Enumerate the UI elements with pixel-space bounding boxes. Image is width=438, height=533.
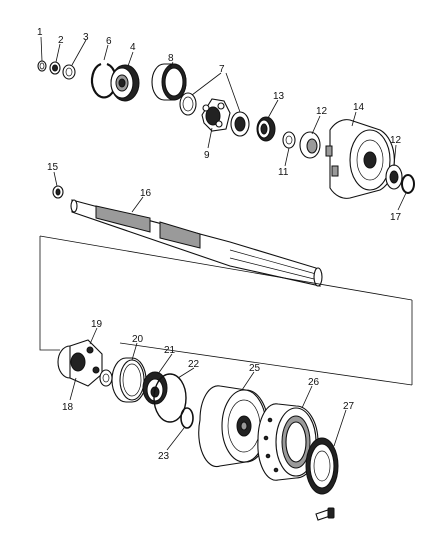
part-25-drum <box>198 385 269 468</box>
part-3-thrust-washer <box>62 64 76 80</box>
part-22-snap-ring <box>153 373 187 423</box>
leader-lines <box>40 36 407 451</box>
callout-17: 17 <box>390 212 402 223</box>
callout-16: 16 <box>140 188 152 199</box>
part-15-washer <box>52 185 64 199</box>
part-19-carrier-assembly <box>57 339 103 387</box>
callout-27: 27 <box>343 401 355 412</box>
callout-25: 25 <box>249 363 261 374</box>
part-12-thrust-washer-lower <box>385 164 403 190</box>
assembly-boundary-lines <box>39 235 413 386</box>
callout-2: 2 <box>58 35 64 46</box>
part-9-planet-carrier <box>201 98 231 132</box>
callout-1: 1 <box>37 27 43 38</box>
callout-22: 22 <box>188 359 200 370</box>
callout-8: 8 <box>168 53 174 64</box>
part-8-ring-gear <box>151 63 187 101</box>
callout-13: 13 <box>273 91 285 102</box>
part-4-gear <box>110 64 140 102</box>
callout-11: 11 <box>278 167 289 178</box>
callout-4: 4 <box>130 42 136 53</box>
part-18-washer <box>99 369 113 387</box>
part-14-clutch-drum <box>325 119 395 199</box>
callout-15: 15 <box>47 162 59 173</box>
part-12-thrust-washer-upper <box>299 131 321 159</box>
callout-12-upper: 12 <box>316 106 328 117</box>
part-13-bearing <box>256 116 276 142</box>
callout-23: 23 <box>158 451 170 462</box>
callout-21: 21 <box>164 345 176 356</box>
part-16-output-shaft <box>70 199 323 287</box>
callout-14: 14 <box>353 102 365 113</box>
part-7-race <box>179 92 250 137</box>
callout-6: 6 <box>106 36 112 47</box>
bolt <box>315 507 335 521</box>
part-2-washer <box>49 61 61 75</box>
callout-3: 3 <box>83 32 89 43</box>
part-11-washer <box>282 131 296 149</box>
callout-18: 18 <box>62 402 74 413</box>
part-17-snap-ring <box>401 174 415 194</box>
callout-19: 19 <box>91 319 103 330</box>
callout-7: 7 <box>219 64 225 75</box>
part-20-annulus-ring <box>111 357 147 403</box>
part-1-snap-ring <box>37 60 47 72</box>
part-26-housing <box>257 403 319 481</box>
callout-12-lower: 12 <box>390 135 402 146</box>
callout-26: 26 <box>308 377 320 388</box>
part-23-snap-ring <box>180 407 194 429</box>
callout-9: 9 <box>204 150 210 161</box>
part-27-toothed-ring <box>305 437 339 495</box>
callout-20: 20 <box>132 334 144 345</box>
